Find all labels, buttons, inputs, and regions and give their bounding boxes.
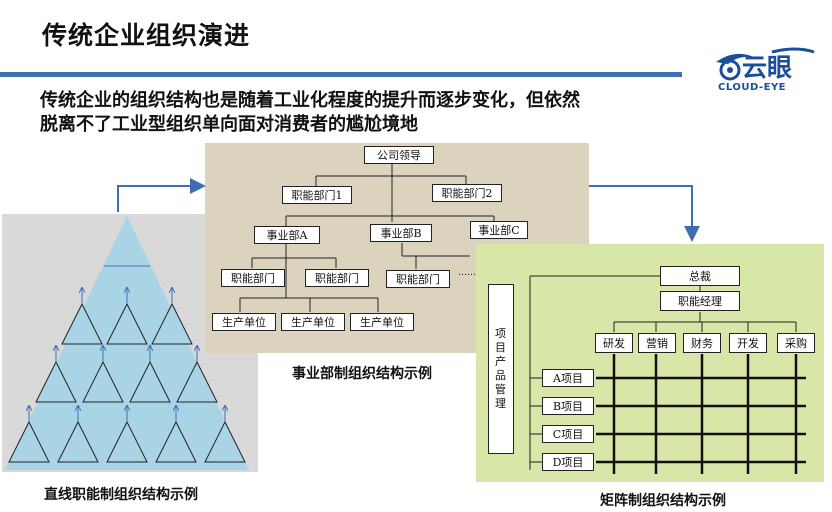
node-project-a: A项目 [542, 369, 594, 387]
node-project-management-label: 项目产品管理 [495, 327, 506, 410]
matrix-panel [476, 244, 824, 482]
node-function-dept-1: 职能部门1 [282, 186, 352, 204]
node-dept-2: 职能部门 [305, 269, 369, 287]
node-marketing: 营销 [638, 333, 676, 353]
node-dept-3: 职能部门 [386, 270, 450, 288]
node-production-2: 生产单位 [281, 313, 345, 331]
node-division-b: 事业部B [370, 224, 432, 242]
title-divider [0, 72, 682, 77]
arrow-division-to-matrix [589, 185, 700, 242]
eye-icon [716, 47, 815, 81]
node-function-dept-2: 职能部门2 [432, 184, 502, 202]
node-project-management: 项目产品管理 [488, 284, 514, 454]
subtitle-line-1: 传统企业的组织结构也是随着工业化程度的提升而逐步变化，但依然 [40, 90, 580, 111]
node-project-c: C项目 [542, 425, 594, 443]
caption-matrix: 矩阵制组织结构示例 [600, 493, 726, 509]
node-division-c: 事业部C [470, 221, 528, 239]
caption-line-function: 直线职能制组织结构示例 [44, 487, 198, 503]
node-division-a: 事业部A [254, 226, 320, 244]
node-production-1: 生产单位 [212, 313, 276, 331]
cloud-eye-logo: 云眼 CLOUD-EYE [712, 44, 816, 96]
node-function-manager: 职能经理 [660, 291, 740, 311]
node-company-leader: 公司领导 [364, 146, 434, 164]
logo-subtext: CLOUD-EYE [718, 82, 787, 93]
node-finance: 财务 [683, 333, 721, 353]
logo-text: 云眼 [742, 53, 793, 82]
ellipsis-marker: …… [458, 268, 476, 278]
subtitle-line-2: 脱离不了工业型组织单向面对消费者的尴尬境地 [40, 114, 418, 135]
arrow-pyramid-to-division [117, 178, 206, 212]
caption-division: 事业部制组织结构示例 [292, 366, 432, 382]
node-purchasing: 采购 [777, 333, 815, 353]
node-production-3: 生产单位 [350, 313, 414, 331]
node-development: 开发 [729, 333, 767, 353]
node-dept-1: 职能部门 [221, 269, 285, 287]
node-president: 总裁 [660, 266, 740, 286]
node-rd: 研发 [595, 333, 633, 353]
node-project-d: D项目 [542, 453, 594, 471]
page-title: 传统企业组织演进 [42, 21, 251, 50]
node-project-b: B项目 [542, 397, 594, 415]
